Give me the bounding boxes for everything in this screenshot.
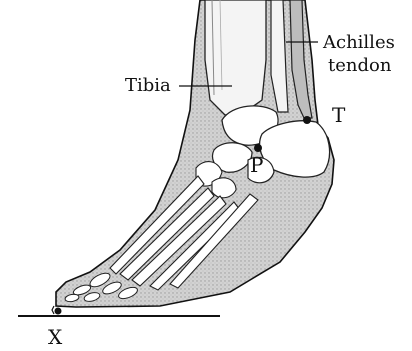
- point-t-marker: [303, 116, 311, 124]
- tibia-bone: [205, 0, 266, 115]
- point-x-marker: [55, 308, 62, 315]
- achilles-label-line1: Achilles: [322, 32, 395, 53]
- point-t-label: T: [332, 103, 346, 127]
- tibia-label: Tibia: [125, 75, 171, 96]
- cuneiform-bones: [212, 178, 236, 198]
- point-x-label: X: [48, 325, 63, 349]
- toe-contact-mark: [52, 306, 54, 314]
- achilles-label-line2: tendon: [328, 55, 392, 76]
- point-p-label: P: [250, 153, 263, 177]
- point-p-marker: [254, 144, 262, 152]
